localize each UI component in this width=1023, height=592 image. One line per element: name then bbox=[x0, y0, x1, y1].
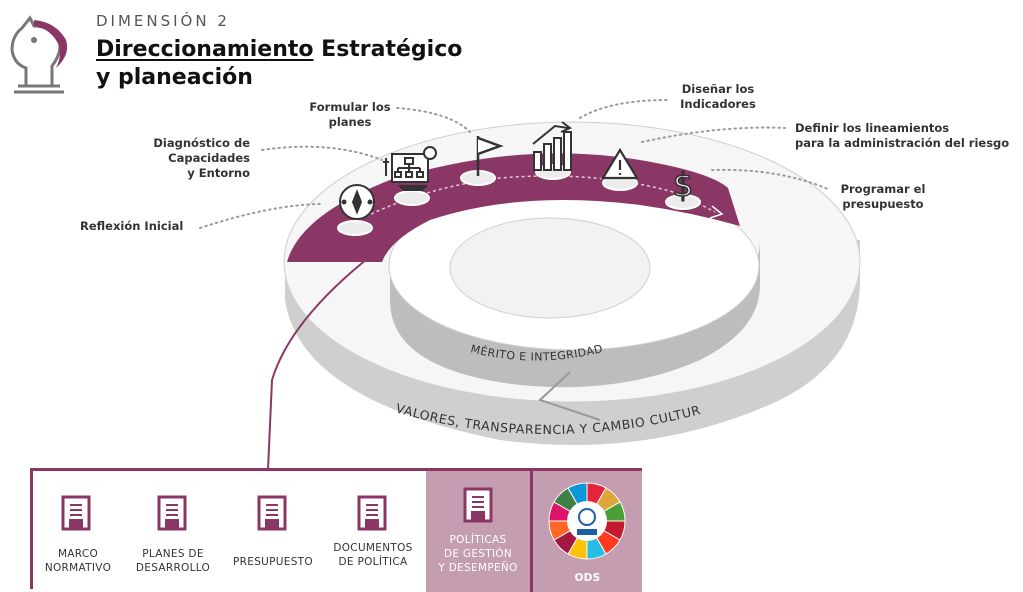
document-icon bbox=[463, 487, 493, 523]
step-label-4: Diseñar los Indicadores bbox=[680, 82, 756, 111]
doc-documentos-politica: DOCUMENTOS DE POLÍTICA bbox=[323, 471, 423, 592]
compass-icon bbox=[339, 184, 375, 220]
doc-label-6: ODS bbox=[574, 572, 601, 584]
step-disc-2 bbox=[394, 190, 430, 206]
bar-chart-growth-icon bbox=[532, 121, 572, 171]
process-arrow bbox=[709, 205, 724, 219]
inner-ring-side bbox=[390, 240, 760, 388]
step-label-3: Formular los planes bbox=[309, 100, 391, 129]
link-dot bbox=[368, 250, 376, 258]
doc-marco-normativo: MARCO NORMATIVO bbox=[33, 471, 123, 592]
doc-label-5: POLÍTICAS DE GESTIÓN Y DESEMPEÑO bbox=[438, 534, 518, 574]
doc-ods: ODS bbox=[530, 471, 642, 592]
document-icon bbox=[157, 495, 187, 531]
dollar-icon: $ bbox=[672, 165, 694, 205]
sdg-wheel-icon bbox=[548, 482, 626, 560]
doc-planes-desarrollo: PLANES DE DESARROLLO bbox=[123, 471, 223, 592]
doc-politicas-gestion: POLÍTICAS DE GESTIÓN Y DESEMPEÑO bbox=[426, 471, 530, 592]
doc-label-1: MARCO NORMATIVO bbox=[44, 548, 112, 574]
step-disc-1 bbox=[337, 220, 373, 236]
title-underlined: Direccionamiento bbox=[96, 37, 314, 62]
org-chart-board-icon bbox=[383, 146, 437, 191]
leader-step-4 bbox=[579, 99, 669, 119]
chess-knight-icon bbox=[10, 15, 68, 94]
leader-step-2 bbox=[261, 145, 383, 161]
link-line bbox=[267, 254, 373, 471]
title-rest: Estratégico bbox=[313, 37, 463, 62]
flag-icon bbox=[476, 136, 504, 176]
title-line2: y planeación bbox=[96, 65, 253, 90]
step-label-2: Diagnóstico de Capacidades y Entorno bbox=[153, 136, 250, 180]
step-label-1: Reflexión Inicial bbox=[80, 219, 184, 233]
center-disk bbox=[449, 217, 651, 319]
logo bbox=[4, 6, 76, 98]
leader-step-5 bbox=[641, 126, 786, 143]
step-disc-6 bbox=[665, 194, 701, 210]
doc-label-3: PRESUPUESTO bbox=[233, 556, 313, 568]
warning-icon bbox=[601, 147, 639, 180]
doc-label-2: PLANES DE DESARROLLO bbox=[135, 548, 211, 574]
document-icon bbox=[357, 495, 387, 531]
page-title: Direccionamiento Estratégico y planeació… bbox=[96, 36, 462, 92]
documents-panel: MARCO NORMATIVO PLANES DE DESARROLLO PRE… bbox=[30, 468, 642, 592]
leader-step-3 bbox=[396, 107, 471, 133]
doc-presupuesto: PRESUPUESTO bbox=[223, 471, 323, 592]
document-icon bbox=[61, 495, 91, 531]
doc-label-4: DOCUMENTOS DE POLÍTICA bbox=[333, 542, 413, 568]
dimension-kicker: DIMENSIÓN 2 bbox=[96, 12, 230, 30]
leader-step-1 bbox=[199, 203, 321, 229]
step-label-5: Definir los lineamientos para la adminis… bbox=[795, 121, 1010, 150]
document-icon bbox=[257, 495, 287, 531]
ring-seam bbox=[538, 371, 601, 421]
svg-text:$: $ bbox=[673, 166, 693, 204]
step-label-6: Programar el presupuesto bbox=[840, 182, 926, 211]
